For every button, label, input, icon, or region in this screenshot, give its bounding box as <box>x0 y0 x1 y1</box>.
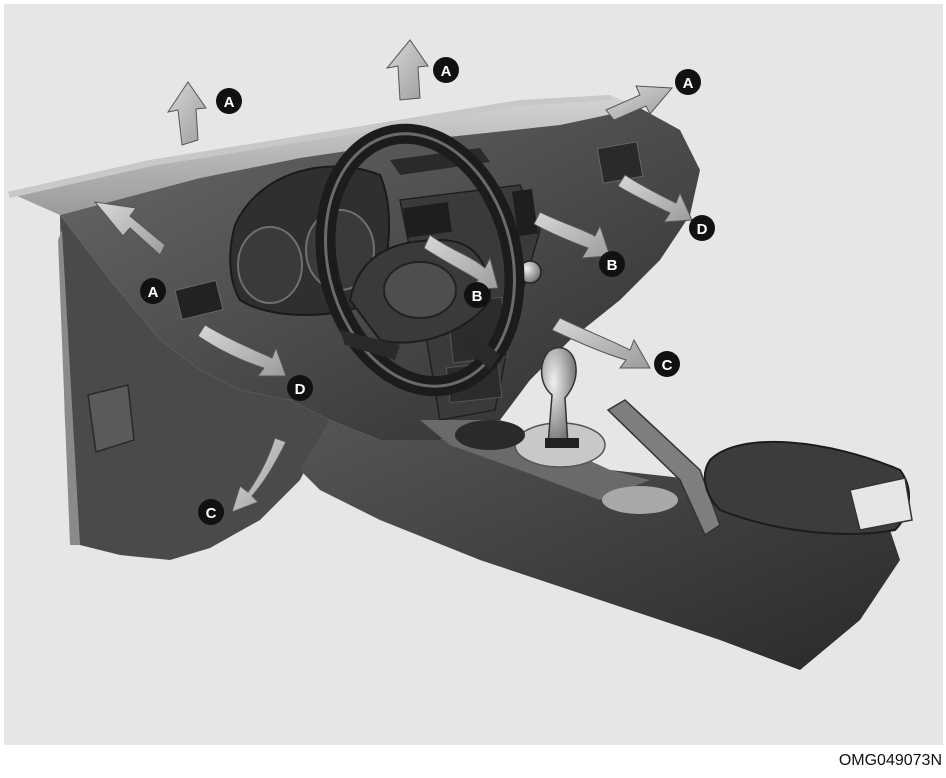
svg-text:A: A <box>148 284 159 301</box>
door-panel-edge <box>58 230 80 545</box>
label-d-badge-1: D <box>287 375 313 401</box>
airflow-arrow-a1 <box>166 81 207 146</box>
center-vent-left <box>403 201 452 238</box>
svg-text:D: D <box>295 381 306 398</box>
svg-text:C: C <box>662 357 673 374</box>
airflow-arrow-d1 <box>197 324 287 377</box>
label-c-badge-1: C <box>654 351 680 377</box>
label-a-badge-1: A <box>216 88 242 114</box>
airflow-arrow-a4 <box>93 201 166 256</box>
label-c-badge-2: C <box>198 499 224 525</box>
figure-code: OMG049073N <box>838 752 942 769</box>
dashboard-top <box>8 95 640 215</box>
svg-text:C: C <box>206 505 217 522</box>
driver-side-vent <box>174 279 224 321</box>
airflow-arrow-a3 <box>605 85 674 121</box>
svg-text:A: A <box>224 94 235 111</box>
label-a-badge-4: A <box>140 278 166 304</box>
armrest-rear-pad <box>849 477 913 531</box>
airflow-arrow-a2 <box>385 39 429 101</box>
label-b-badge-1: B <box>464 282 490 308</box>
label-d-badge-2: D <box>689 215 715 241</box>
steering-wheel <box>315 123 525 397</box>
fuse-box-cover <box>87 384 135 453</box>
svg-text:A: A <box>683 75 694 92</box>
cup-holder <box>455 420 525 450</box>
label-a-badge-2: A <box>433 57 459 83</box>
center-vent-right <box>512 188 539 237</box>
airflow-arrow-c1 <box>551 317 651 369</box>
gear-shifter <box>540 347 577 446</box>
console-tray <box>602 486 678 514</box>
airflow-arrow-d2 <box>617 174 693 223</box>
svg-text:A: A <box>441 63 452 80</box>
gauge-left <box>237 226 303 304</box>
airflow-arrow-c2 <box>231 437 287 513</box>
airflow-arrow-b1 <box>423 234 499 291</box>
shift-indicator <box>545 438 579 448</box>
airflow-arrow-b2 <box>533 211 611 259</box>
passenger-vent <box>596 141 644 184</box>
label-a-badge-3: A <box>675 69 701 95</box>
svg-text:D: D <box>697 221 708 238</box>
svg-text:B: B <box>607 257 618 274</box>
parking-brake-lever <box>606 399 721 537</box>
svg-text:B: B <box>472 288 483 305</box>
label-b-badge-2: B <box>599 251 625 277</box>
